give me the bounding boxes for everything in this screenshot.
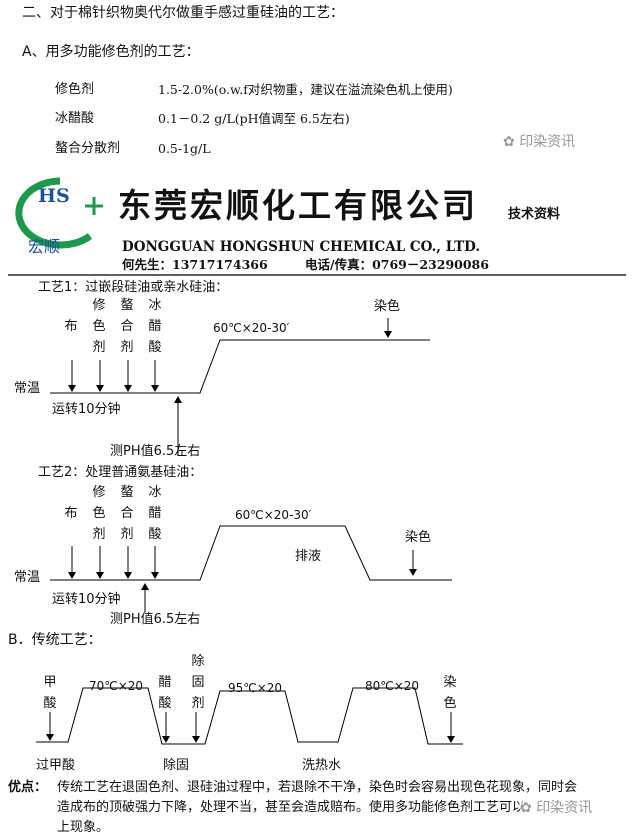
process1-add-acetic: 冰醋酸: [148, 298, 162, 355]
advantage-line: 上现象。: [57, 820, 110, 835]
processb-hold2: 95℃×20: [228, 681, 283, 695]
process2-add-chelating: 螯合剂: [120, 485, 134, 542]
advantage-line: 传统工艺在退固色剂、退硅油过程中，若退除不干净，染色时会容易出现色花现象，同时会: [57, 780, 578, 795]
recipe-value: 0.5-1g/L: [158, 141, 211, 156]
process1-ambient: 常温: [14, 381, 41, 396]
phone-fax: 电话/传真：0769－23290086: [305, 257, 489, 272]
process2-ambient: 常温: [14, 570, 41, 585]
process2-hold: 60℃×20-30′: [235, 508, 312, 522]
process1-ph: 测PH值6.5左右: [110, 444, 201, 459]
logo-letters: HS: [38, 185, 70, 207]
process2-ph: 测PH值6.5左右: [110, 612, 201, 627]
process1-hold: 60℃×20-30′: [213, 321, 290, 335]
process2-add-acetic: 冰醋酸: [148, 485, 162, 542]
heading: 二、对于棉针织物奥代尔做重手感过重硅油的工艺：: [22, 5, 344, 21]
process2-add-color-fixer: 修色剂: [92, 485, 106, 542]
processb-step3: 洗热水: [302, 758, 342, 773]
recipe-name: 螯合分散剂: [55, 141, 121, 156]
company-name-en: DONGGUAN HONGSHUN CHEMICAL CO., LTD.: [122, 239, 481, 255]
process1-add-color-fixer: 修色剂: [92, 298, 106, 355]
process1-temperature-curve: [50, 339, 430, 394]
processb-acetic: 醋酸: [158, 675, 172, 711]
wechat-icon: ✿: [503, 134, 520, 150]
processb-formic: 甲酸: [43, 675, 57, 711]
contact-person: 何先生：13717174366: [122, 257, 268, 272]
processb-temperature-curve: [36, 687, 463, 745]
process2-drain: 排液: [295, 549, 322, 564]
recipe-name: 冰醋酸: [55, 111, 95, 126]
watermark-text: 印染资讯: [519, 134, 576, 150]
process1-add-cloth: 布: [64, 319, 78, 334]
doc-type: 技术资料: [508, 207, 561, 222]
process1-dye: 染色: [374, 299, 401, 314]
processb-hold1: 70℃×20: [89, 679, 144, 693]
recipe-value: 0.1－0.2 g/L(pH值调至 6.5左右): [158, 111, 350, 126]
logo-icon: [15, 177, 103, 249]
processb-step1: 过甲酸: [36, 758, 76, 773]
processb-dye: 染色: [443, 675, 457, 711]
recipe-value: 1.5-2.0%(o.w.f对织物重，建议在溢流染色机上使用): [158, 82, 453, 97]
wechat-icon: ✿: [520, 800, 537, 816]
process2-temperature-curve: [50, 525, 452, 581]
process1-title: 工艺1：过嵌段硅油或亲水硅油：: [38, 280, 229, 295]
process2-run: 运转10分钟: [52, 592, 121, 607]
process2-dye: 染色: [405, 530, 432, 545]
watermark-text: 印染资讯: [536, 800, 593, 816]
recipe-name: 修色剂: [55, 82, 95, 97]
section-a-title: A、用多功能修色剂的工艺：: [22, 44, 200, 60]
process1-run: 运转10分钟: [52, 402, 121, 417]
watermark-bottom: ✿ 印染资讯: [520, 800, 593, 816]
watermark: ✿ 印染资讯: [503, 134, 575, 150]
arrowheads: [46, 331, 455, 743]
processb-fixremover: 除固剂: [191, 654, 205, 711]
processb-hold3: 80℃×20: [365, 679, 420, 693]
processb-step2: 除固: [163, 758, 190, 773]
advantage-label: 优点：: [8, 780, 48, 795]
section-b-title: B．传统工艺：: [8, 632, 102, 648]
process2-add-cloth: 布: [64, 506, 78, 521]
process1-add-chelating: 螯合剂: [120, 298, 134, 355]
process2-addition-arrows: [71, 546, 156, 577]
process1-addition-arrows: [71, 360, 156, 390]
advantage-line: 造成布的顶破强力下降，处理不当，甚至会造成赔布。使用多功能修色剂工艺可以: [57, 800, 526, 815]
company-name-cn: 东莞宏顺化工有限公司: [118, 186, 478, 225]
logo-name: 宏顺: [28, 237, 61, 256]
process2-title: 工艺2：处理普通氨基硅油：: [38, 465, 203, 480]
